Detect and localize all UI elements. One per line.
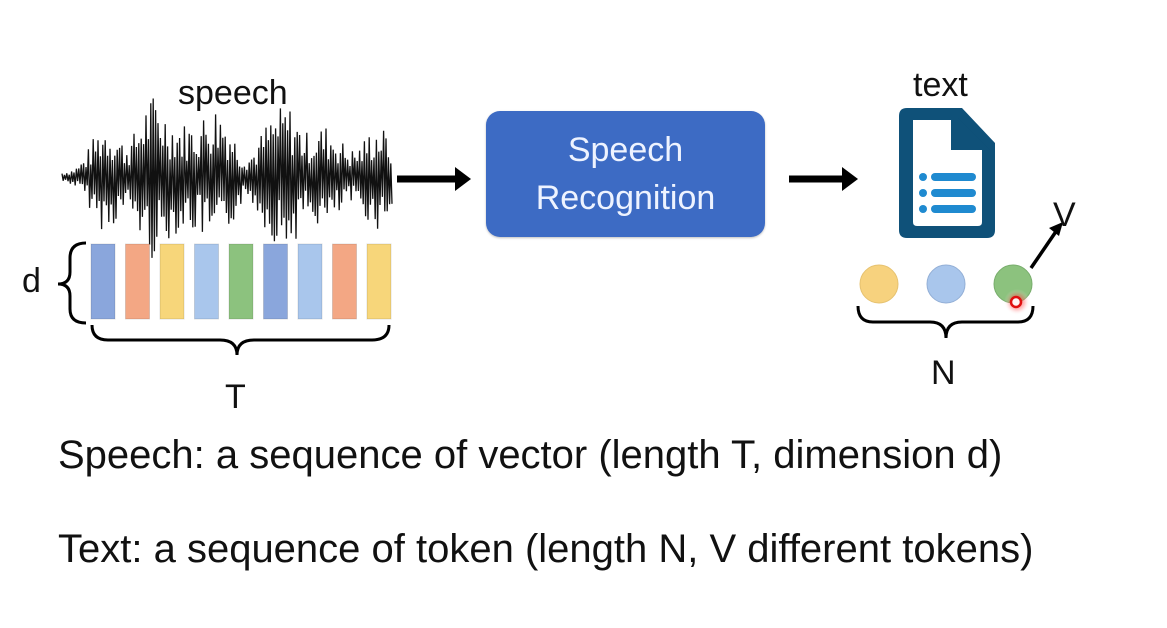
speech-label: speech [178,74,288,112]
vector-bar [159,243,185,320]
speech-waveform [61,98,393,258]
vector-bar [297,243,323,320]
brace-N [856,305,1035,339]
text-caption: Text: a sequence of token (length N, V d… [58,527,1034,571]
arrow-token-to-V [1029,229,1059,269]
vector-bar [90,243,116,320]
vector-bar [228,243,254,320]
vector-bar [332,243,357,320]
vector-sequence [90,243,392,320]
arrow-box-to-text-head [842,167,858,191]
box-title-line1: Speech [567,131,684,169]
speech-caption: Speech: a sequence of vector (length T, … [58,433,1003,477]
vector-bar [194,243,219,320]
dimension-label: d [22,262,41,300]
arrow-speech-to-box-head [455,167,471,191]
speech-recognition-box: Speech Recognition [486,111,765,237]
box-title-line2: Recognition [535,179,716,217]
arrow-token-to-V-head [1049,222,1063,236]
vector-bar [125,243,150,320]
length-T-label: T [225,378,246,416]
length-N-label: N [931,354,956,392]
token-circle [859,264,899,304]
brace-d [57,241,87,325]
cursor-dot [1009,295,1023,309]
vocab-V-label: V [1053,196,1076,234]
vector-bar [263,243,288,320]
vector-bar [366,243,392,320]
brace-T [90,324,391,356]
text-label: text [913,66,968,104]
document-icon [899,108,995,238]
token-circle [926,264,966,304]
